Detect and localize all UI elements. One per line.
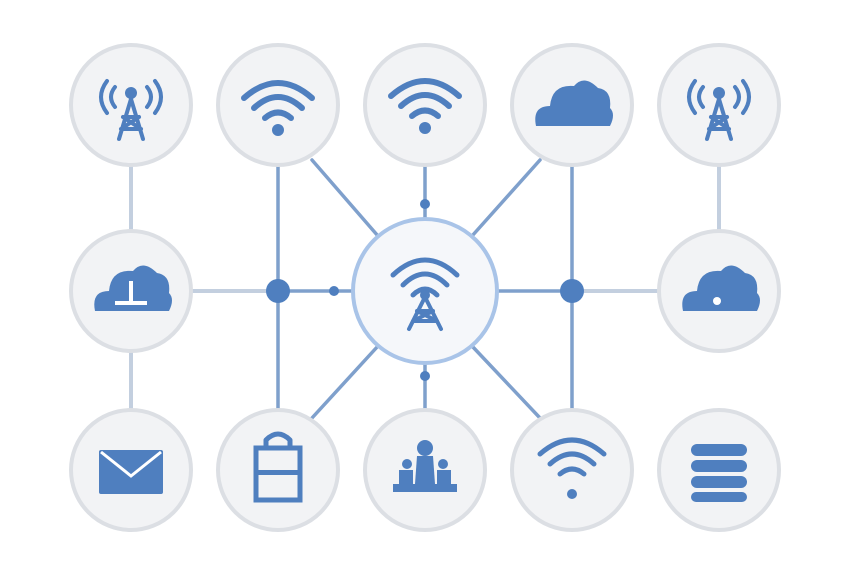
- node-hub: [351, 217, 499, 365]
- node-wifi-2: [363, 43, 487, 167]
- link-wifi-1-to-hub-diagonal: [310, 158, 380, 238]
- junction-left-small: [329, 286, 339, 296]
- junction-bottom-small: [420, 371, 430, 381]
- node-database: [657, 408, 781, 532]
- cloud-icon: [535, 80, 613, 126]
- link-hub-to-lock-diagonal: [310, 344, 380, 420]
- node-users: [363, 408, 487, 532]
- node-cloud-storage: [657, 229, 781, 353]
- link-cloud-to-hub-diagonal: [470, 158, 542, 238]
- lock-icon: [253, 431, 303, 503]
- database-icon: [691, 444, 747, 502]
- cloud-upload-icon: [94, 265, 172, 311]
- node-cloud-upload: [69, 229, 193, 353]
- mail-icon: [99, 450, 163, 494]
- wifi-icon: [388, 78, 462, 134]
- cell-tower-icon: [99, 79, 163, 141]
- cell-tower-icon: [687, 79, 751, 141]
- node-lock: [216, 408, 340, 532]
- wifi-icon: [241, 80, 315, 136]
- node-cloud-top: [510, 43, 634, 167]
- junction-right: [560, 279, 584, 303]
- cloud-storage-icon: [682, 265, 760, 311]
- users-icon: [393, 440, 457, 492]
- node-wifi-1: [216, 43, 340, 167]
- node-mail: [69, 408, 193, 532]
- link-hub-to-wifi-3-diagonal: [470, 344, 542, 420]
- node-wifi-3: [510, 408, 634, 532]
- node-cell-tower-right: [657, 43, 781, 167]
- wifi-icon: [537, 437, 607, 499]
- junctions: [266, 199, 584, 381]
- cell-tower-broadcast-icon: [390, 257, 460, 331]
- junction-left: [266, 279, 290, 303]
- junction-top-small: [420, 199, 430, 209]
- node-cell-tower-left: [69, 43, 193, 167]
- outer-links: [129, 163, 721, 412]
